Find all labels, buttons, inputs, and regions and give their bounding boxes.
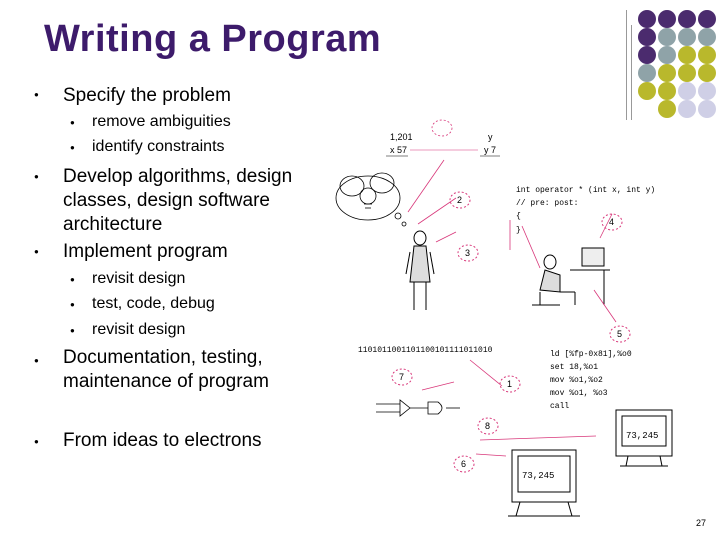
decorative-dot — [658, 46, 676, 64]
bullet-marker: ● — [34, 90, 39, 99]
decorative-dot — [678, 10, 696, 28]
svg-text:5: 5 — [617, 329, 622, 339]
divider-line-2 — [631, 25, 632, 120]
bullet-4: Documentation, testing, maintenance of p… — [63, 347, 269, 392]
programmer-at-desk-icon — [532, 247, 610, 306]
bullet-1: Specify the problem — [63, 85, 231, 106]
person-standing-icon — [405, 230, 435, 310]
monitor-1-icon — [615, 409, 673, 467]
svg-text:// pre: post:: // pre: post: — [516, 199, 578, 208]
sub-bullet-1-1: remove ambiguities — [92, 113, 231, 130]
bullet-5: From ideas to electrons — [63, 430, 262, 451]
decorative-dot — [658, 64, 676, 82]
input-right: y — [488, 132, 493, 142]
svg-text:ld [%fp-0x81],%o0: ld [%fp-0x81],%o0 — [550, 350, 632, 359]
decorative-dot — [638, 28, 656, 46]
svg-text:2: 2 — [457, 195, 462, 205]
svg-text:8: 8 — [485, 421, 490, 431]
result-2: 73,245 — [522, 471, 554, 481]
bullet-3: Implement program — [63, 241, 228, 262]
logic-circuit-icon — [376, 399, 460, 417]
bullet-2: Develop algorithms, design classes, desi… — [63, 166, 293, 235]
input-left2: x 57 — [390, 145, 407, 155]
page-number: 27 — [695, 518, 706, 528]
step-1-circle — [431, 119, 453, 137]
svg-text:call: call — [550, 402, 569, 411]
svg-text:set 18,%o1: set 18,%o1 — [550, 363, 598, 372]
svg-text:int operator * (int x, int y): int operator * (int x, int y) — [516, 186, 655, 195]
decorative-dot — [698, 46, 716, 64]
sub-bullet-marker: ● — [70, 275, 75, 284]
input-left: 1,201 — [390, 132, 413, 142]
decorative-dot — [678, 100, 696, 118]
svg-text:4: 4 — [609, 217, 614, 227]
binary-code: 1101011001101100101111011010 — [358, 346, 493, 355]
decorative-dot — [638, 64, 656, 82]
spec-inputs: 1,201 x 57 y y 7 — [386, 119, 500, 157]
monitor-2-icon — [508, 449, 580, 517]
decorative-dot — [658, 100, 676, 118]
input-right2: y 7 — [484, 145, 496, 155]
svg-text:mov %o1, %o3: mov %o1, %o3 — [550, 389, 608, 398]
assembly-code: ld [%fp-0x81],%o0 set 18,%o1 mov %o1,%o2… — [550, 350, 632, 411]
idea-cloud — [335, 172, 407, 227]
bullet-marker: ● — [34, 437, 39, 446]
decorative-dot — [698, 82, 716, 100]
decorative-dot — [658, 10, 676, 28]
code-snippet: int operator * (int x, int y) // pre: po… — [516, 186, 655, 235]
sub-bullet-marker: ● — [70, 143, 75, 152]
sub-bullet-marker: ● — [70, 118, 75, 127]
decorative-dot — [638, 82, 656, 100]
sub-bullet-1-2: identify constraints — [92, 138, 225, 155]
decorative-dot — [698, 100, 716, 118]
decorative-dot — [658, 28, 676, 46]
svg-text:7: 7 — [399, 372, 404, 382]
divider-line-1 — [626, 10, 627, 120]
flow-arrows — [407, 159, 617, 457]
decorative-dot — [698, 10, 716, 28]
step-markers: 2 3 4 5 6 7 8 1 — [391, 191, 631, 473]
decorative-dot — [678, 46, 696, 64]
svg-text:}: } — [516, 226, 521, 235]
decorative-dot — [638, 10, 656, 28]
svg-text:1: 1 — [507, 379, 512, 389]
sub-bullet-3-3: revisit design — [92, 321, 186, 338]
decorative-dot — [678, 28, 696, 46]
decorative-dot — [658, 82, 676, 100]
sub-bullet-3-1: revisit design — [92, 270, 186, 287]
sub-bullet-marker: ● — [70, 326, 75, 335]
decorative-dot — [638, 46, 656, 64]
decorative-dot — [698, 64, 716, 82]
decorative-dot — [678, 64, 696, 82]
result-1: 73,245 — [626, 431, 658, 441]
bullet-marker: ● — [34, 356, 39, 365]
sub-bullet-marker: ● — [70, 300, 75, 309]
decorative-dot — [698, 28, 716, 46]
svg-text:mov %o1,%o2: mov %o1,%o2 — [550, 376, 603, 385]
bullet-marker: ● — [34, 172, 39, 181]
svg-text:6: 6 — [461, 459, 466, 469]
bullet-marker: ● — [34, 247, 39, 256]
svg-text:{: { — [516, 212, 521, 221]
page-title: Writing a Program — [44, 18, 382, 60]
sub-bullet-3-2: test, code, debug — [92, 295, 215, 312]
svg-text:3: 3 — [465, 248, 470, 258]
decorative-dot — [678, 82, 696, 100]
